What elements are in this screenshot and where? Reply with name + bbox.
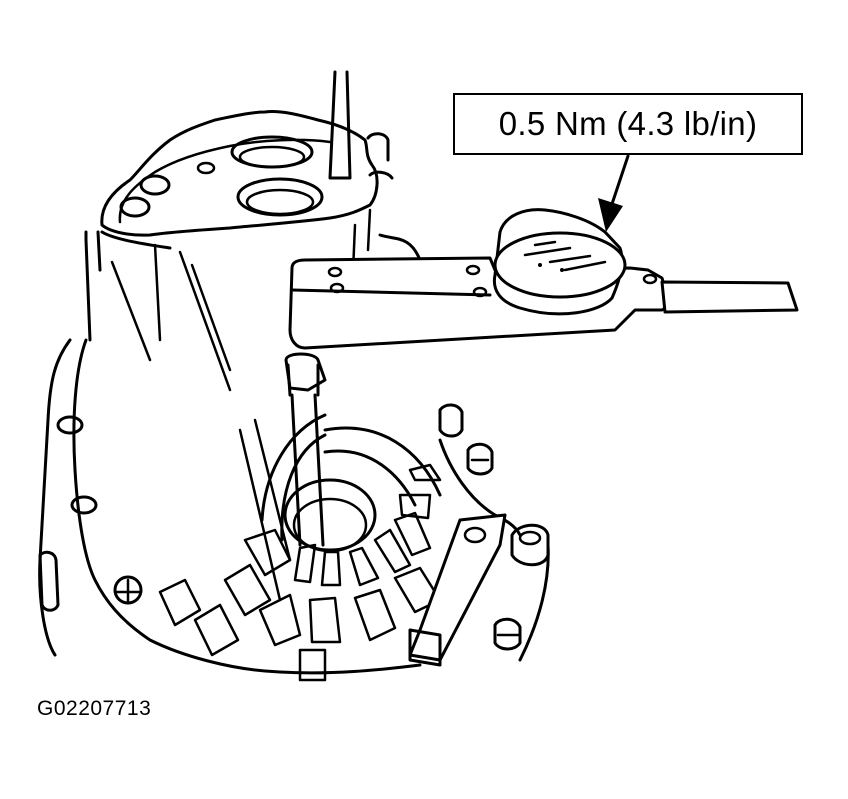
bell-housing: [38, 338, 442, 682]
rib-windows: [158, 463, 442, 682]
transaxle-case-upper: [84, 70, 424, 392]
torque-gauge-dial: [492, 208, 627, 316]
callout-arrow: [598, 154, 630, 232]
figure-id: G02207713: [37, 697, 152, 720]
torque-spec-label: 0.5 Nm (4.3 lb/in): [498, 105, 758, 142]
torque-callout: 0.5 Nm (4.3 lb/in): [453, 93, 803, 155]
holding-bracket: [408, 513, 507, 667]
input-shaft-socket: [284, 352, 327, 547]
